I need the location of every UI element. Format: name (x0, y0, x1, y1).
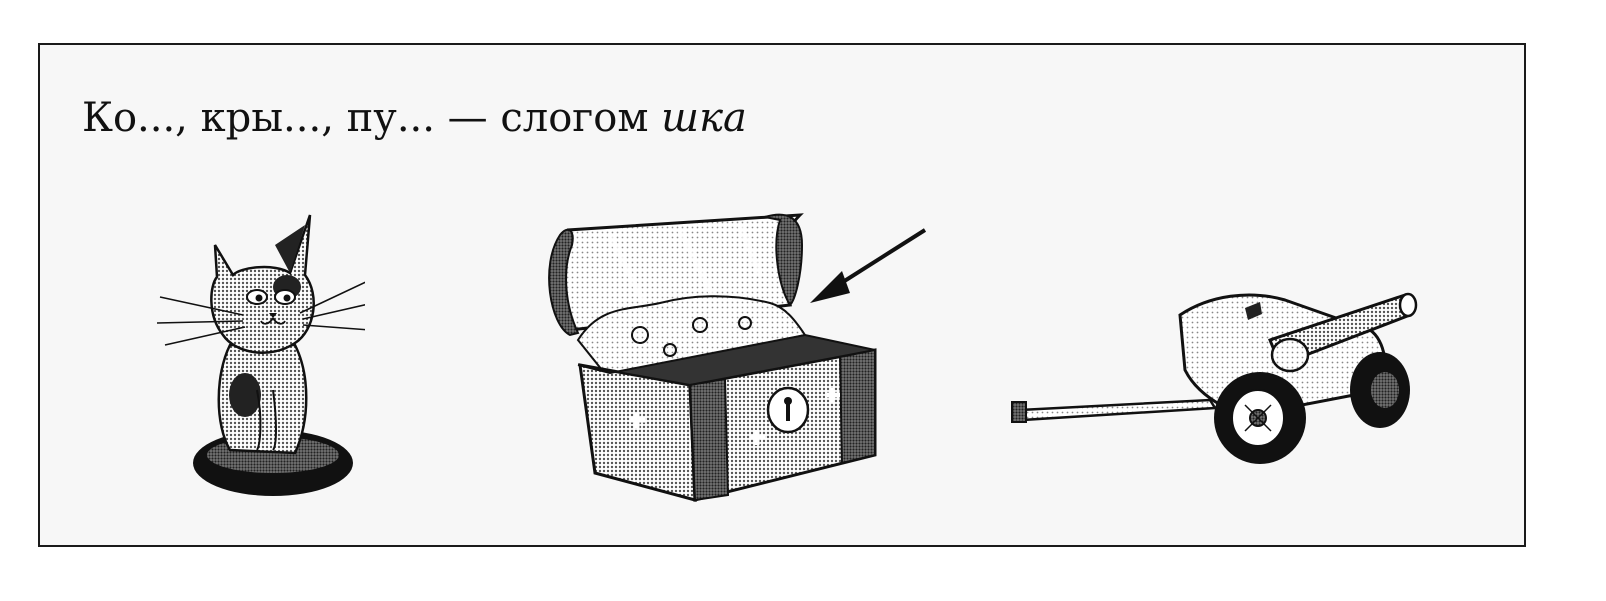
exercise-frame: Ко..., кры..., пу... — слогом шка (38, 43, 1526, 547)
task-text: Ко..., кры..., пу... — слогом шка (82, 95, 747, 141)
cat-icon (156, 214, 365, 496)
treasure-chest-icon (548, 213, 927, 502)
cannon-icon (1011, 292, 1418, 464)
task-syllable: шка (661, 95, 747, 141)
arrow-icon (810, 228, 927, 303)
task-prefix: Ко..., кры..., пу... — слогом (82, 95, 662, 141)
